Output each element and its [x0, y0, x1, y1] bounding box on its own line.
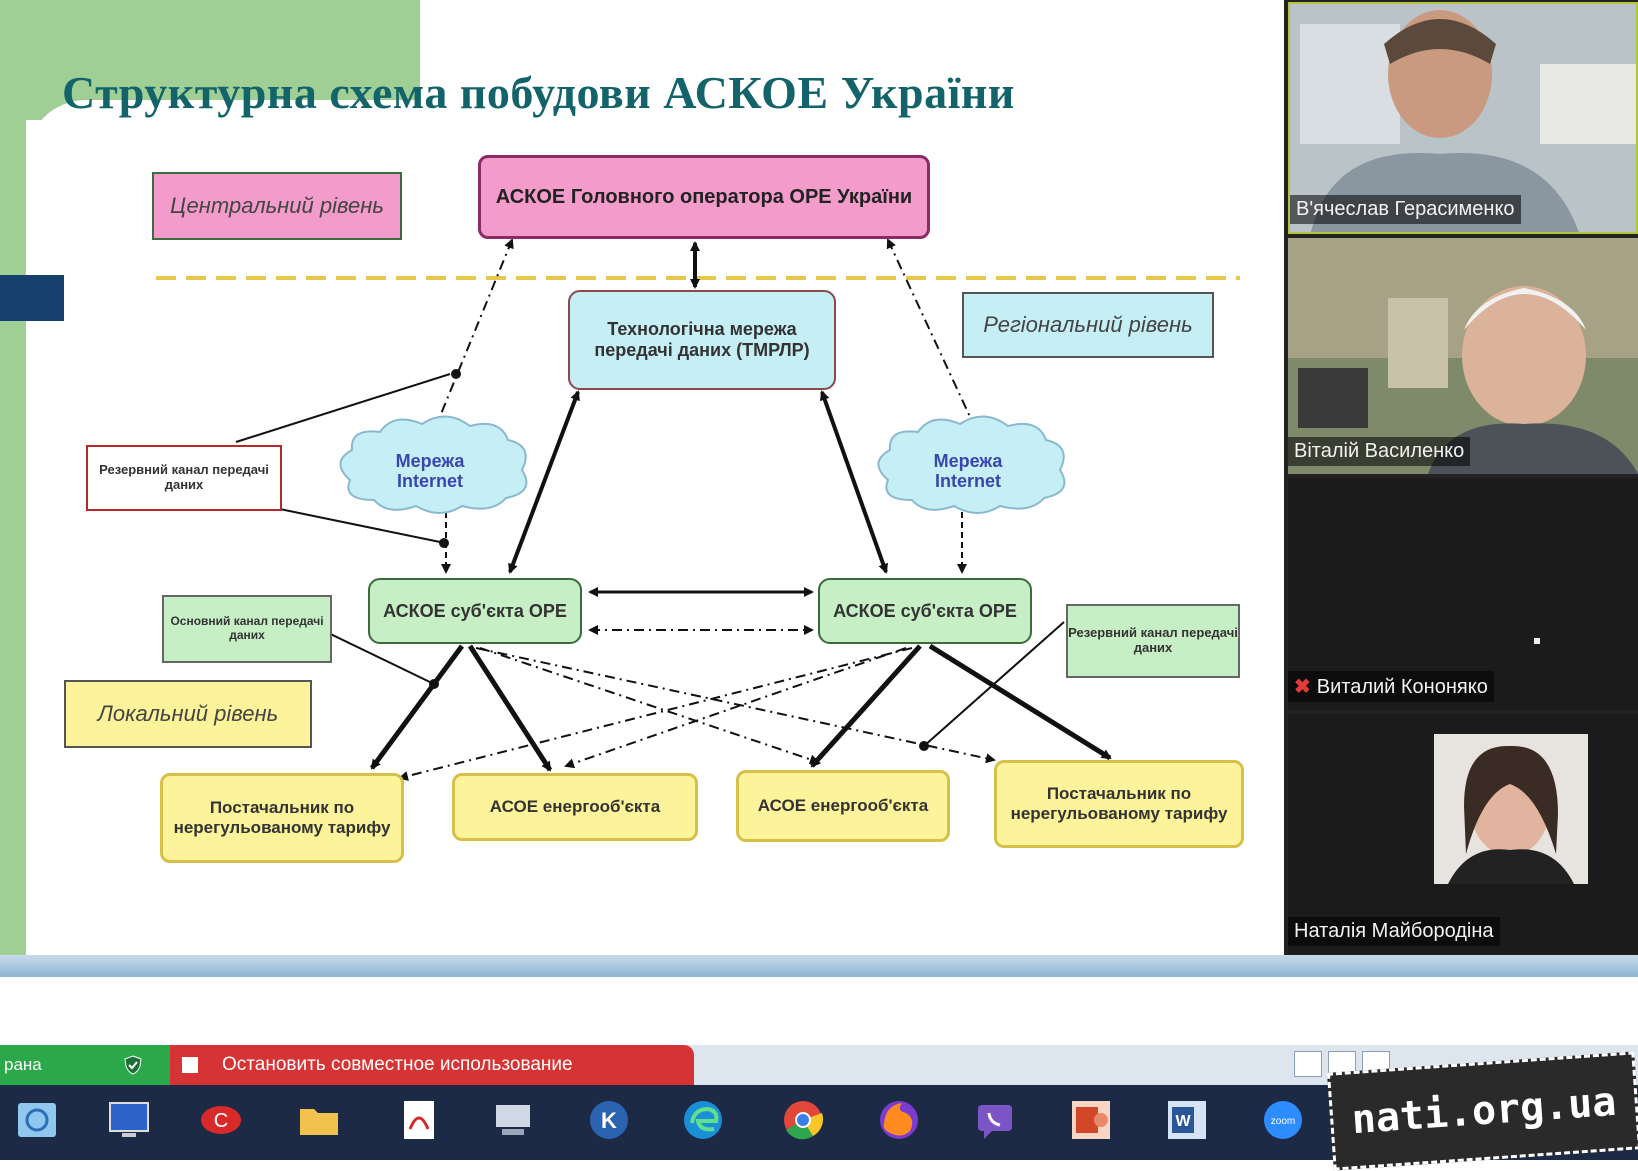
firefox-icon[interactable]	[876, 1097, 922, 1143]
shared-slide: Структурна схема побудови АСКОЕ України	[0, 0, 1244, 955]
participant-tile[interactable]: Наталія Майбородіна	[1288, 714, 1638, 954]
zoom-icon[interactable]: zoom	[1260, 1097, 1306, 1143]
participant-name: В'ячеслав Герасименко	[1290, 195, 1521, 224]
participant-video-2	[1288, 238, 1638, 474]
acoe-node-left: АСОЕ енергооб'єкта	[452, 773, 698, 841]
network-icon[interactable]	[490, 1097, 536, 1143]
reserve-channel-left: Резервний канал передачі даних	[86, 445, 282, 511]
participant-name-muted: ✖Виталий Кононяко	[1288, 671, 1494, 702]
cross-left-supplier-right	[475, 647, 996, 764]
share-status-text: рана	[4, 1055, 42, 1074]
video-off-dot	[1534, 638, 1540, 644]
shield-icon	[124, 1055, 142, 1075]
cross-left-acoe-right	[479, 647, 820, 765]
word-icon[interactable]: W	[1164, 1097, 1210, 1143]
cross-right-supplier-left	[398, 647, 913, 781]
link-subject-right-supplier-right	[928, 643, 1112, 761]
reserve-channel-right: Резервний канал передачі даних	[1066, 604, 1240, 678]
pdf-icon[interactable]	[396, 1097, 442, 1143]
svg-text:K: K	[601, 1108, 617, 1133]
svg-text:W: W	[1175, 1113, 1191, 1130]
app-red-icon[interactable]: C	[198, 1097, 244, 1143]
main-operator-node: АСКОЕ Головного оператора ОРЕ України	[478, 155, 930, 239]
svg-text:C: C	[214, 1110, 228, 1132]
link-tech-subject-right	[819, 390, 889, 574]
diagram-connectors	[156, 238, 1240, 781]
cross-right-acoe-left	[564, 647, 907, 769]
remote-desktop-icon[interactable]	[14, 1097, 60, 1143]
pointer-main-channel	[317, 627, 435, 685]
view-speaker-button[interactable]	[1294, 1051, 1322, 1077]
participant-name: Віталій Василенко	[1288, 437, 1471, 466]
svg-text:zoom: zoom	[1271, 1116, 1295, 1127]
subject-node-left: АСКОЕ суб'єкта ОРЕ	[368, 578, 582, 644]
central-level-label: Центральний рівень	[152, 172, 402, 240]
folder-icon[interactable]	[296, 1097, 342, 1143]
link-operator-cloud-right	[886, 238, 980, 436]
tech-network-node: Технологічна мережа передачі даних (ТМРЛ…	[568, 290, 836, 390]
cloud-right-shape	[877, 415, 1066, 514]
slide-blue-tab	[0, 275, 64, 321]
participant-tile[interactable]: Віталій Василенко	[1288, 238, 1638, 474]
local-level-label: Локальний рівень	[64, 680, 312, 748]
stop-icon	[182, 1057, 198, 1073]
participant-photo-4	[1434, 734, 1588, 884]
link-tech-subject-left	[508, 390, 580, 574]
slide-green-side	[0, 0, 26, 955]
internet-cloud-right: Мережа Internet	[933, 451, 1003, 491]
powerpoint-icon[interactable]	[1068, 1097, 1114, 1143]
chrome-icon[interactable]	[780, 1097, 826, 1143]
monitor-icon[interactable]	[106, 1097, 152, 1143]
subject-node-right: АСКОЕ суб'єкта ОРЕ	[818, 578, 1032, 644]
main-channel: Основний канал передачі даних	[162, 595, 332, 663]
app-k-icon[interactable]: K	[586, 1097, 632, 1143]
window-divider	[0, 955, 1638, 977]
acoe-node-right: АСОЕ енергооб'єкта	[736, 770, 950, 842]
supplier-node-right: Постачальник по нерегульованому тарифу	[994, 760, 1244, 848]
viber-icon[interactable]	[972, 1097, 1018, 1143]
blank-area	[0, 977, 1638, 1045]
link-subject-left-supplier-left	[369, 644, 465, 770]
regional-level-label: Регіональний рівень	[962, 292, 1214, 358]
cloud-left-shape	[339, 415, 528, 514]
participant-name: Виталий Кононяко	[1316, 676, 1488, 698]
stop-sharing-label: Остановить совместное использование	[222, 1054, 573, 1075]
pointer-reserve-left-top	[235, 373, 451, 443]
link-operator-cloud-left	[430, 238, 514, 438]
internet-cloud-left: Мережа Internet	[395, 451, 465, 491]
link-subject-left-acoe-left	[467, 644, 553, 772]
mic-off-icon: ✖	[1294, 676, 1311, 698]
participant-tile[interactable]: ✖Виталий Кононяко	[1288, 478, 1638, 710]
share-status: рана	[0, 1045, 170, 1085]
supplier-node-left: Постачальник по нерегульованому тарифу	[160, 773, 404, 863]
link-subject-right-acoe-right	[810, 644, 922, 768]
participants-video-panel: В'ячеслав Герасименко Віталій Василенко …	[1284, 0, 1638, 955]
slide-title: Структурна схема побудови АСКОЕ України	[62, 67, 1015, 118]
stop-sharing-button[interactable]: Остановить совместное использование	[170, 1045, 694, 1085]
participant-name: Наталія Майбородіна	[1288, 917, 1500, 946]
participant-tile[interactable]: В'ячеслав Герасименко	[1288, 2, 1638, 234]
edge-icon[interactable]	[680, 1097, 726, 1143]
